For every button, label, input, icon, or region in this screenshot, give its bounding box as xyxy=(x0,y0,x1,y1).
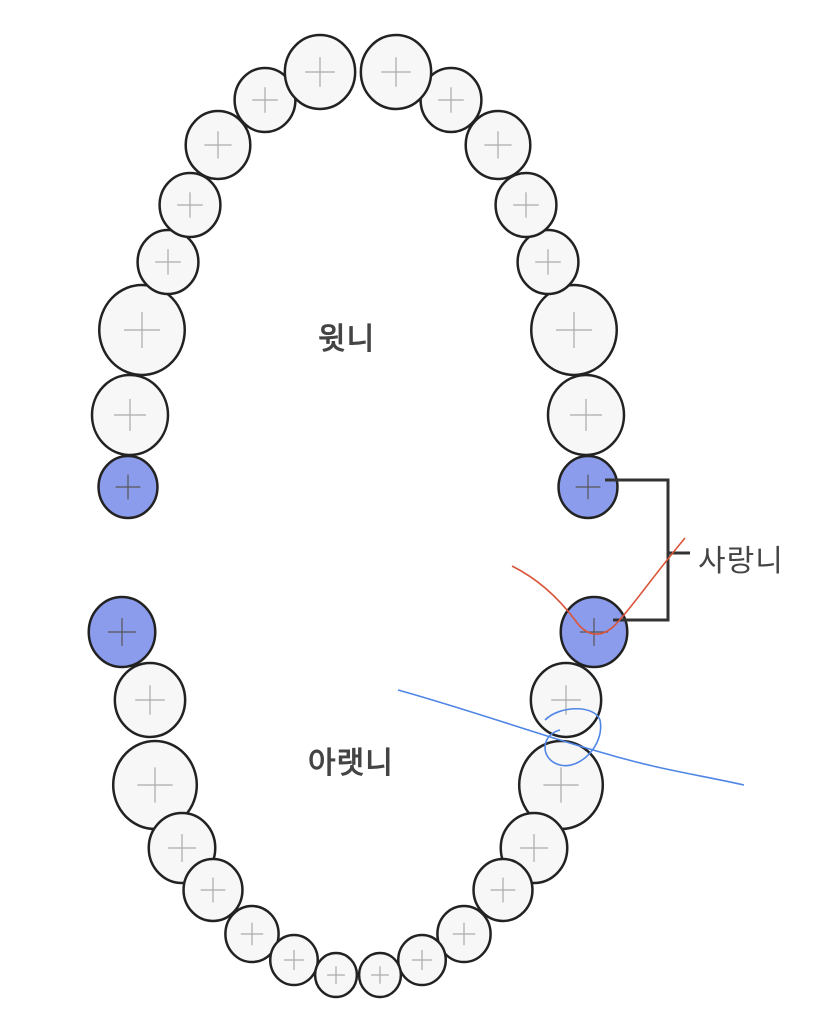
tooth-fissure xyxy=(371,966,389,984)
tooth-fissure xyxy=(575,474,601,500)
tooth-fissure xyxy=(305,57,335,87)
tooth-fissure xyxy=(204,131,232,159)
tooth-fissure xyxy=(284,950,304,970)
tooth-fissure xyxy=(177,192,203,218)
upper-teeth-label: 윗니 xyxy=(318,322,376,357)
tooth-fissure xyxy=(543,767,579,803)
tooth-fissure xyxy=(124,312,160,348)
lower-teeth-label: 아랫니 xyxy=(308,746,394,781)
tooth-fissure xyxy=(155,249,181,275)
teeth-group xyxy=(87,33,629,999)
tooth-fissure xyxy=(135,685,165,715)
tooth-fissure xyxy=(520,834,548,862)
tooth-fissure xyxy=(535,249,561,275)
tooth-fissure xyxy=(108,618,136,646)
tooth-fissure xyxy=(381,57,411,87)
tooth-fissure xyxy=(114,399,146,431)
tooth-fissure xyxy=(240,922,264,946)
tooth-fissure xyxy=(452,922,476,946)
tooth-fissure xyxy=(412,950,432,970)
tooth-fissure xyxy=(168,834,196,862)
tooth-fissure xyxy=(570,399,602,431)
blue-annotation-loop xyxy=(544,708,602,767)
tooth-fissure xyxy=(327,966,345,984)
tooth-fissure xyxy=(252,87,278,113)
tooth-fissure xyxy=(200,877,226,903)
wisdom-teeth-bracket xyxy=(605,478,690,622)
tooth-fissure xyxy=(556,312,592,348)
tooth-fissure xyxy=(137,767,173,803)
tooth-fissure xyxy=(484,131,512,159)
red-annotation-stroke xyxy=(511,537,686,635)
tooth-fissure xyxy=(580,618,608,646)
tooth-fissure xyxy=(513,192,539,218)
tooth-fissure xyxy=(438,87,464,113)
tooth-fissure xyxy=(490,877,516,903)
wisdom-teeth-label: 사랑니 xyxy=(698,544,784,579)
blue-annotation-line xyxy=(397,689,745,786)
tooth-fissure xyxy=(115,474,141,500)
